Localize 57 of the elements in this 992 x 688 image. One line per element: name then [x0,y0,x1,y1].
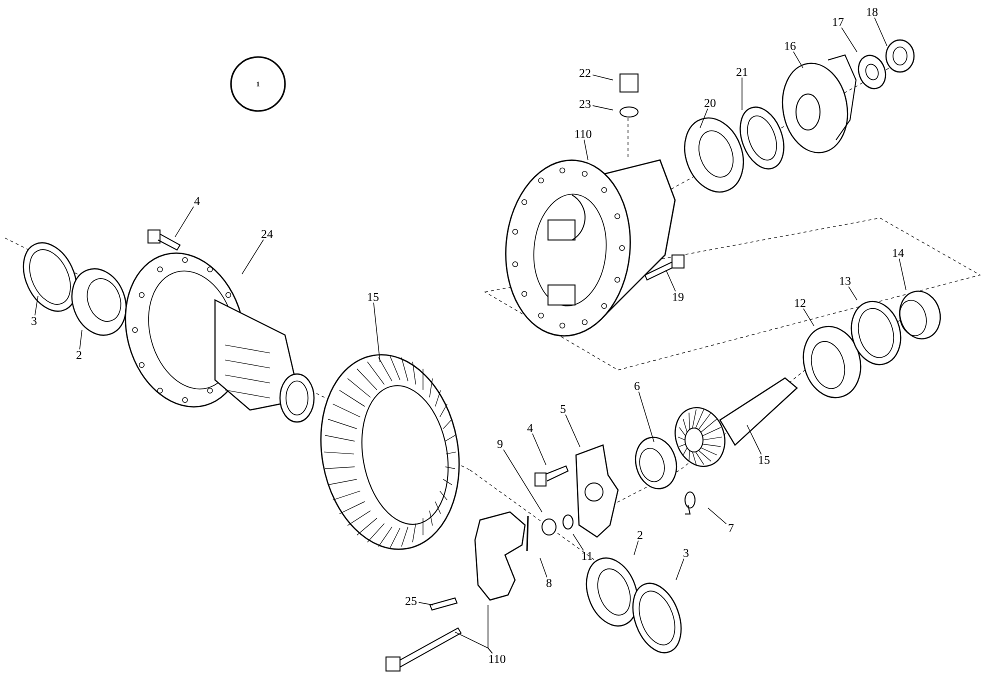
leader-line [803,308,814,326]
leader-line [793,51,804,68]
leader-line [572,534,584,551]
leader-line [666,270,676,292]
leader-line [503,449,542,512]
callout-number: 23 [580,100,591,108]
callout-number: 18 [867,8,878,16]
callout-number: 15 [368,292,379,302]
callout-number: 8 [546,578,552,588]
callout-number: 19 [673,292,684,302]
callout-number: 3 [684,548,689,558]
callout-number: 7 [728,524,734,532]
callout-number: 9 [497,440,503,448]
callout-number: 21 [736,68,748,76]
callout-number: 5 [560,405,566,413]
leader-line [898,258,906,290]
callout-number: 2 [76,351,82,359]
leader-line [488,604,493,654]
callout-number: 11 [582,552,592,560]
leader-line [841,27,858,52]
leader-line [174,206,194,238]
callout-number: 25 [406,596,417,606]
leader-line [79,330,82,350]
leader-line [638,391,654,442]
callout-number: 4 [194,197,200,205]
callout-number: 3 [32,316,37,326]
leader-line [746,424,762,455]
leader-line [634,540,639,556]
leader-line [700,108,708,128]
callout-number: 110 [489,654,506,664]
callout-number: 15 [759,456,770,464]
leader-line [532,433,546,466]
leader-line [592,74,614,80]
callout-number: 6 [634,382,640,390]
leader-line [540,558,548,578]
leader-line [373,302,380,362]
callout-number: 12 [795,299,806,307]
leader-line [584,139,588,160]
callout-number: 17 [833,18,844,26]
leader-line [874,17,888,46]
callout-number: 2 [638,531,642,539]
leader-line [418,602,434,606]
leader-line [848,286,858,300]
callout-number: 4 [527,424,533,432]
callout-number: 20 [704,98,716,108]
callout-number: 22 [580,69,590,77]
callout-number: 24 [262,230,273,238]
callout-number: 13 [840,276,851,286]
leader-line [242,239,264,274]
leader-line [34,296,38,316]
callout-number: 14 [893,249,904,257]
leader-line [565,414,580,448]
leader-line [708,508,727,524]
callout-number: 16 [785,42,796,50]
leader-line [592,105,614,110]
leader-line [676,558,684,580]
callout-number: 110 [575,130,592,138]
